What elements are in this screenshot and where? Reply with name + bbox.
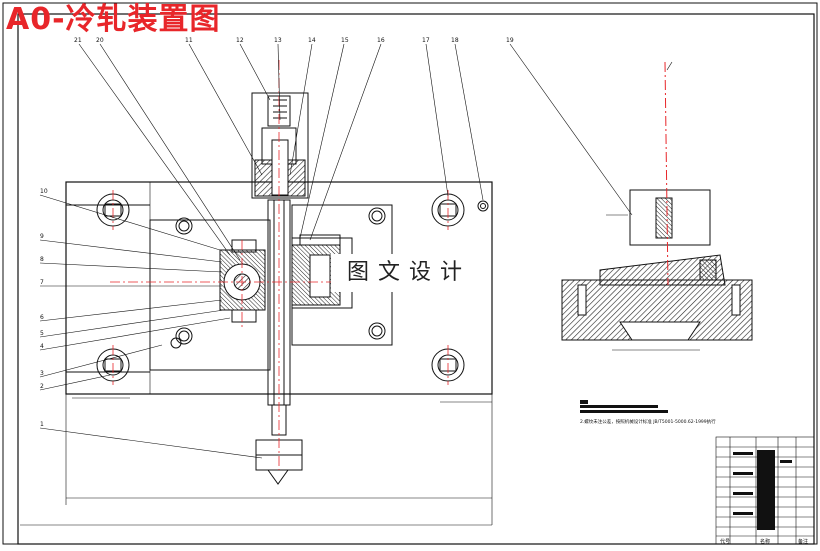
callout-11: 11 <box>185 37 193 44</box>
callout-15: 15 <box>341 37 349 44</box>
left-roller <box>219 239 266 323</box>
tech-notes-bars <box>580 400 668 413</box>
callout-14: 14 <box>308 37 316 44</box>
side-view <box>561 189 753 351</box>
title-block-fill <box>733 450 792 530</box>
callout-20: 20 <box>96 37 104 44</box>
callout-6: 6 <box>40 314 44 321</box>
callout-2: 2 <box>40 383 44 390</box>
callout-10: 10 <box>40 188 48 195</box>
callout-17: 17 <box>422 37 430 44</box>
left-fixture <box>149 219 271 371</box>
callout-1: 1 <box>40 421 44 428</box>
callout-8: 8 <box>40 256 44 263</box>
side-view-centerline <box>664 61 669 286</box>
title-block-remark-label: 备注 <box>798 539 809 545</box>
leader-lines <box>39 43 633 459</box>
callout-19: 19 <box>506 37 514 44</box>
centerlines <box>110 60 449 470</box>
callout-9: 9 <box>40 233 44 240</box>
title-block-code-label: 代号 <box>720 539 731 545</box>
watermark-text: 图文设计 <box>331 254 487 292</box>
callout-16: 16 <box>377 37 385 44</box>
callout-18: 18 <box>451 37 459 44</box>
callout-3: 3 <box>40 370 44 377</box>
inner-border <box>17 13 815 545</box>
callout-4: 4 <box>40 343 44 350</box>
top-housing <box>251 92 309 199</box>
callout-12: 12 <box>236 37 244 44</box>
title-block-name-label: 名称 <box>760 539 771 545</box>
dimension-lines <box>20 394 493 526</box>
drawing-title: A0-冷轧装置图 <box>6 2 221 37</box>
tech-note: 2.螺纹未注公差，按照机械设计标准 JB/T5001-5000.62-1999执… <box>580 420 716 425</box>
callout-21: 21 <box>74 37 82 44</box>
callout-7: 7 <box>40 279 44 286</box>
callout-labels: 21 20 11 12 13 14 15 16 17 18 19 10 9 8 … <box>40 37 514 428</box>
callout-13: 13 <box>274 37 282 44</box>
callout-5: 5 <box>40 330 44 337</box>
